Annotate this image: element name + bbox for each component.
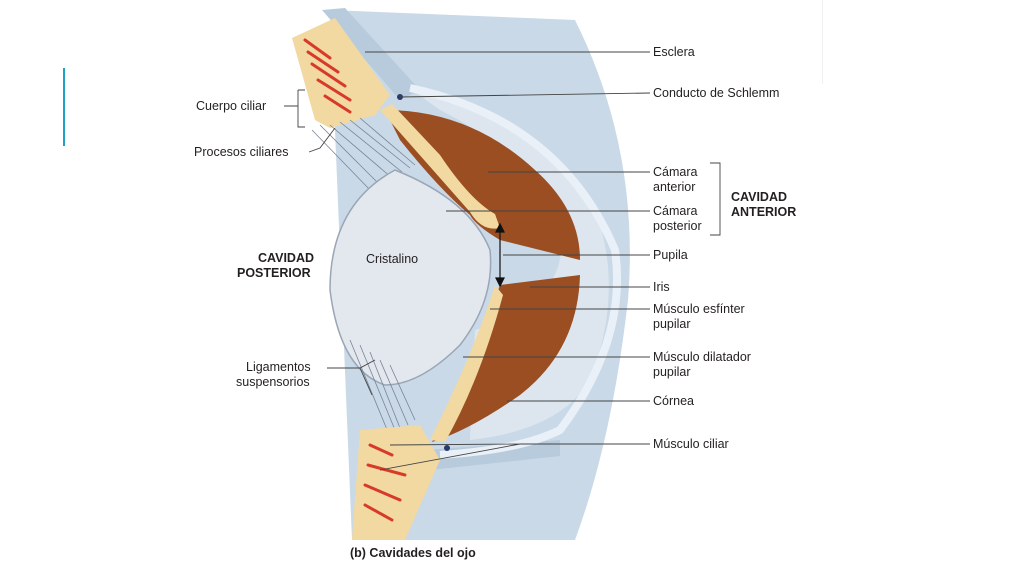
edge-divider bbox=[822, 0, 823, 84]
label-musculo-ciliar: Músculo ciliar bbox=[653, 437, 729, 451]
label-cornea: Córnea bbox=[653, 394, 694, 408]
sclera bbox=[322, 8, 420, 100]
iris-upper bbox=[385, 110, 580, 260]
pupil-arrow bbox=[495, 222, 505, 288]
label-camara-posterior-2: posterior bbox=[653, 219, 702, 233]
leader-cuerpo-ciliar bbox=[284, 89, 305, 128]
label-iris: Iris bbox=[653, 280, 670, 294]
leader-lines bbox=[284, 51, 721, 471]
ciliary-muscle-lower bbox=[363, 443, 407, 522]
suspensory-ligaments-upper bbox=[311, 117, 416, 193]
label-camara-anterior-1: Cámara bbox=[653, 165, 698, 179]
label-esfinter-1: Músculo esfínter bbox=[653, 302, 745, 316]
label-procesos-ciliares: Procesos ciliares bbox=[194, 145, 289, 159]
label-camara-posterior-1: Cámara bbox=[653, 204, 698, 218]
leader-ligamentos bbox=[327, 359, 376, 396]
cornea-curve bbox=[409, 84, 622, 459]
label-conducto-schlemm: Conducto de Schlemm bbox=[653, 86, 780, 100]
schlemm-canal-lower bbox=[444, 445, 450, 451]
label-cristalino: Cristalino bbox=[366, 252, 419, 266]
iris-lower bbox=[432, 275, 580, 442]
leader-cavidad-anterior bbox=[710, 162, 721, 236]
label-dilatador-1: Músculo dilatador bbox=[653, 350, 751, 364]
label-esclera: Esclera bbox=[653, 45, 695, 59]
label-cavidad-posterior-1: CAVIDAD bbox=[258, 251, 315, 265]
label-cavidad-posterior-2: POSTERIOR bbox=[237, 266, 311, 280]
leader-procesos bbox=[308, 127, 336, 153]
iris-pigment-upper bbox=[380, 104, 500, 229]
leader-musculo-ciliar bbox=[379, 443, 650, 471]
label-cavidad-anterior-2: ANTERIOR bbox=[731, 205, 797, 219]
label-cavidad-anterior-1: CAVIDAD bbox=[731, 190, 788, 204]
label-camara-anterior-2: anterior bbox=[653, 180, 696, 194]
label-esfinter-2: pupilar bbox=[653, 317, 691, 331]
leader-schlemm bbox=[399, 92, 651, 98]
label-dilatador-2: pupilar bbox=[653, 365, 691, 379]
label-cuerpo-ciliar: Cuerpo ciliar bbox=[196, 99, 267, 113]
iris-pigment-lower bbox=[430, 285, 503, 442]
label-ligamentos-2: suspensorios bbox=[236, 375, 310, 389]
ciliary-body-upper bbox=[292, 18, 390, 128]
figure-caption: (b) Cavidades del ojo bbox=[350, 546, 476, 560]
suspensory-ligaments-lower bbox=[349, 339, 416, 433]
label-ligamentos-1: Ligamentos bbox=[246, 360, 311, 374]
ciliary-muscle-upper bbox=[303, 38, 352, 114]
accent-bar bbox=[63, 68, 65, 146]
lens bbox=[329, 169, 492, 386]
label-pupila: Pupila bbox=[653, 248, 688, 262]
